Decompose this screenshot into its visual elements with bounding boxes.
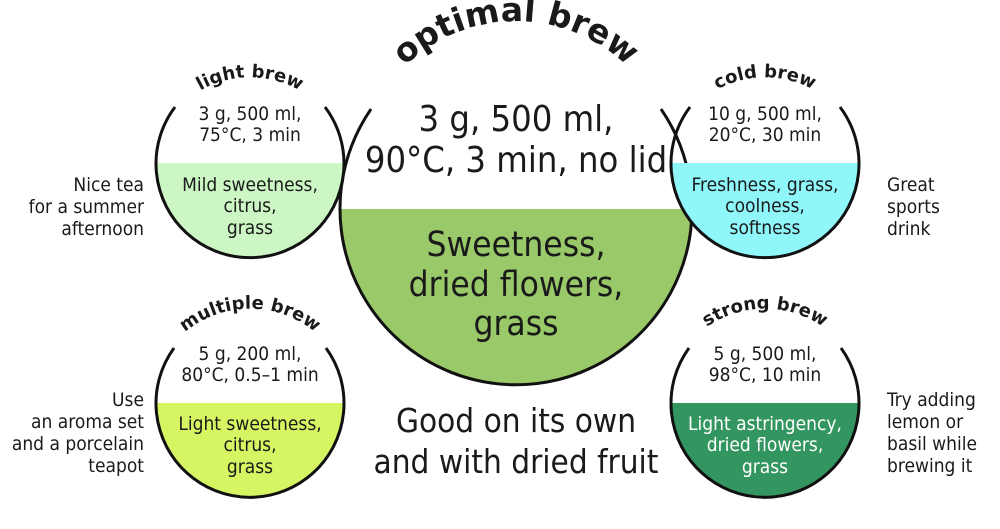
light-brew-title: light brew: [193, 61, 307, 95]
multiple-brew-title: multiple brew: [176, 293, 325, 336]
strong-brew-title: strong brew: [698, 293, 831, 331]
multiple-brew-outline: [154, 347, 346, 499]
optimal-brew-title: optimal brew: [385, 0, 647, 72]
multiple-brew-flavor: Light sweetness,citrus,grass: [178, 413, 322, 478]
strong-brew-params: 5 g, 500 ml,98°C, 10 min: [708, 343, 822, 387]
light-brew-flavor: Mild sweetness,citrus,grass: [182, 174, 318, 239]
light-brew-params: 3 g, 500 ml,75°C, 3 min: [198, 103, 302, 147]
strong-brew-outline: [669, 347, 861, 499]
light-brew-outline: [154, 106, 346, 260]
optimal-brew-params: 3 g, 500 ml,90°C, 3 min, no lid: [364, 99, 668, 181]
cold-brew-title: cold brew: [710, 61, 819, 94]
multiple-brew-params: 5 g, 200 ml,80°C, 0.5–1 min: [181, 343, 319, 387]
cold-brew-flavor: Freshness, grass,coolness,softness: [691, 174, 839, 239]
cold-brew-outline: [669, 106, 861, 260]
strong-brew-flavor: Light astringency,dried flowers,grass: [688, 413, 842, 478]
optimal-brew-flavor: Sweetness,dried flowers,grass: [408, 225, 624, 345]
cold-brew-params: 10 g, 500 ml,20°C, 30 min: [708, 103, 822, 147]
